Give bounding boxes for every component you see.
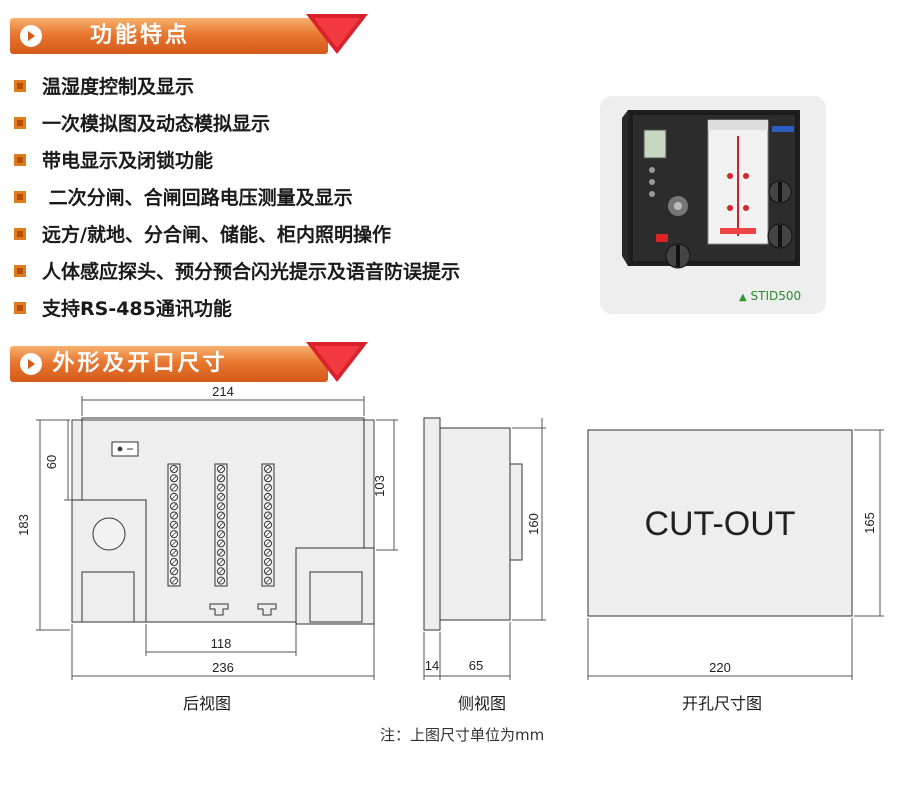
terminal-screw-slot: [171, 503, 177, 509]
features-title: 功能特点: [89, 23, 190, 48]
terminal-screw-slot: [171, 559, 177, 565]
product-device-image: [622, 110, 800, 269]
cutout-label: CUT-OUT: [644, 505, 795, 543]
terminal-screw-slot: [171, 466, 177, 472]
terminal-screw-slot: [218, 577, 224, 584]
terminal-screw-slot: [171, 540, 177, 547]
feature-item: 远方/就地、分合闸、储能、柜内照明操作: [14, 222, 460, 259]
banner-bar: [10, 18, 328, 54]
rear-dim-left: 183: [16, 514, 31, 536]
terminal-screw-slot: [171, 522, 177, 528]
side-dim-depth: 65: [469, 658, 483, 673]
cutout-dim-height: 165: [862, 512, 877, 534]
feature-item: 带电显示及闭锁功能: [14, 148, 460, 185]
triangle-up-icon: ▲: [739, 292, 747, 303]
rear-dim-left-upper: 60: [44, 455, 59, 469]
rear-dim-bottom: 236: [212, 660, 234, 675]
banner-red-triangle-icon: [306, 342, 368, 382]
side-dim-height: 160: [526, 513, 541, 535]
terminal-screw-slot: [265, 577, 271, 584]
terminal-screw-slot: [171, 549, 177, 556]
terminal-screw-slot: [265, 559, 271, 565]
rear-dim-right: 103: [372, 475, 387, 497]
bullet-icon: [14, 154, 26, 166]
bullet-icon: [14, 228, 26, 240]
terminal-screw-slot: [265, 512, 271, 519]
play-icon: [20, 353, 42, 375]
terminal-screw-slot: [218, 475, 224, 482]
feature-item: 一次模拟图及动态模拟显示: [14, 111, 460, 148]
terminal-screw-slot: [218, 512, 224, 519]
terminal-screw-slot: [171, 531, 177, 537]
terminal-screw-slot: [218, 466, 224, 472]
cutout-view-caption: 开孔尺寸图: [682, 694, 763, 713]
terminal-screw-slot: [265, 568, 271, 575]
bullet-icon: [14, 80, 26, 92]
terminal-screw-slot: [171, 568, 177, 575]
features-banner: 功能特点: [10, 14, 370, 58]
terminal-screw-slot: [218, 503, 224, 509]
banner-bar: [10, 346, 328, 382]
rear-view-caption: 后视图: [183, 694, 232, 713]
terminal-screw-slot: [218, 531, 224, 537]
product-model-label: ▲ STID500: [739, 289, 802, 303]
banner-red-triangle-icon: [306, 14, 368, 54]
feature-item: 二次分闸、合闸回路电压测量及显示: [14, 185, 460, 222]
play-icon: [20, 25, 42, 47]
terminal-screw-slot: [171, 475, 177, 482]
connector-icon: [257, 603, 277, 616]
bullet-icon: [14, 191, 26, 203]
terminal-screw-slot: [218, 522, 224, 528]
rear-dim-inner-bottom: 118: [211, 636, 232, 651]
terminal-screw-slot: [265, 494, 271, 500]
unit-note: 注：上图尺寸单位为mm: [380, 726, 545, 744]
terminal-screw-slot: [218, 559, 224, 565]
product-photo-card: [600, 96, 826, 314]
bullet-icon: [14, 117, 26, 129]
terminal-screw-slot: [218, 568, 224, 575]
terminal-screw-slot: [265, 540, 271, 547]
terminal-screw-slot: [265, 484, 271, 491]
terminal-screw-slot: [218, 494, 224, 500]
terminal-screw-slot: [218, 484, 224, 491]
dimensions-banner: 外形及开口尺寸: [10, 342, 370, 386]
terminal-screw-slot: [171, 484, 177, 491]
feature-list: 温湿度控制及显示 一次模拟图及动态模拟显示 带电显示及闭锁功能 二次分闸、合闸回…: [14, 74, 460, 333]
rear-dim-top: 214: [212, 384, 234, 399]
side-view-caption: 侧视图: [458, 694, 507, 713]
terminal-screw-slot: [218, 549, 224, 556]
terminal-screw-slot: [171, 494, 177, 500]
dimensions-title: 外形及开口尺寸: [52, 351, 228, 376]
feature-item: 支持RS-485通讯功能: [14, 296, 460, 333]
terminal-screw-slot: [171, 577, 177, 584]
cutout-dim-width: 220: [709, 660, 731, 675]
terminal-screw-slot: [265, 549, 271, 556]
feature-item: 人体感应探头、预分预合闪光提示及语音防误提示: [14, 259, 460, 296]
terminal-screw-slot: [265, 522, 271, 528]
bullet-icon: [14, 265, 26, 277]
side-dim-front: 14: [425, 658, 439, 673]
terminal-blocks: [167, 463, 275, 587]
bullet-icon: [14, 302, 26, 314]
terminal-screw-slot: [265, 531, 271, 537]
terminal-screw-slot: [171, 512, 177, 519]
terminal-screw-slot: [218, 540, 224, 547]
terminal-screw-slot: [265, 475, 271, 482]
terminal-screw-slot: [265, 503, 271, 509]
terminal-screw-slot: [265, 466, 271, 472]
feature-item: 温湿度控制及显示: [14, 74, 460, 111]
connector-icon: [209, 603, 229, 616]
